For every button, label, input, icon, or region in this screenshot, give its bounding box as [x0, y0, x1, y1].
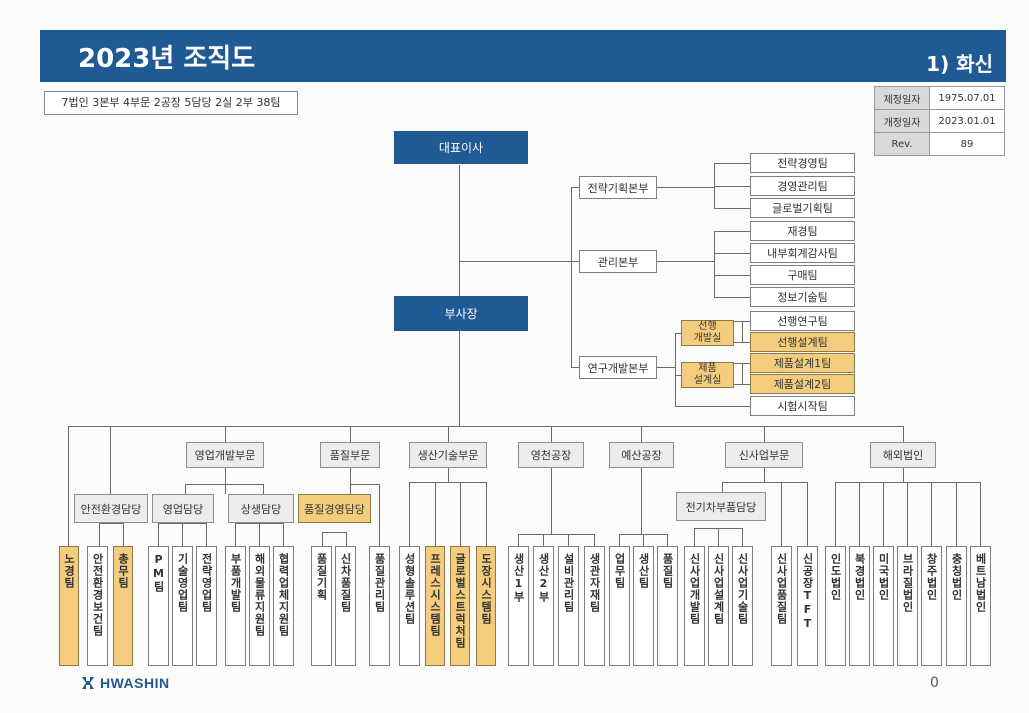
revision-table: 제정일자 1975.07.01 개정일자 2023.01.01 Rev. 89 — [874, 86, 1005, 156]
division-overseas: 해외법인 — [870, 442, 936, 468]
hwashin-logo-icon — [82, 677, 94, 689]
established-date: 1975.07.01 — [929, 86, 1005, 110]
team-operations: 업무팀 — [609, 546, 630, 666]
team-production-2: 생산2부 — [533, 546, 554, 666]
rev-number: 89 — [929, 132, 1005, 156]
team-press-system: 프레스시스템팀 — [425, 546, 445, 666]
team-production-materials: 생관자재팀 — [584, 546, 605, 666]
team-tech-sales: 기술영업팀 — [172, 546, 193, 666]
team-purchasing: 구매팀 — [750, 265, 855, 285]
team-pm: PM팀 — [148, 546, 169, 666]
header-bar — [40, 30, 1006, 82]
established-label: 제정일자 — [874, 86, 930, 110]
entity-cangzhou: 창주법인 — [921, 546, 942, 666]
team-global-structure: 글로벌스트럭처팀 — [450, 546, 470, 666]
revised-label: 개정일자 — [874, 109, 930, 133]
division-yeongcheon-plant: 영천공장 — [518, 442, 584, 468]
team-production-1: 생산1부 — [508, 546, 529, 666]
company-label: 1) 화신 — [926, 52, 993, 76]
team-parts-dev: 부품개발팀 — [225, 546, 246, 666]
team-new-biz-quality: 신사업품질팀 — [771, 546, 792, 666]
division-new-business: 신사업부문 — [725, 442, 803, 468]
page-number: 0 — [930, 675, 939, 691]
table-row: 제정일자 1975.07.01 — [874, 86, 1005, 110]
entity-usa: 미국법인 — [873, 546, 894, 666]
rev-label: Rev. — [874, 132, 930, 156]
strategy-hq: 전략기획본부 — [579, 176, 657, 199]
team-paint-system: 도장시스템팀 — [476, 546, 496, 666]
entity-india: 인도법인 — [825, 546, 846, 666]
management-hq: 관리본부 — [579, 250, 657, 273]
unit-cooperation: 상생담당 — [228, 494, 294, 523]
team-new-plant-tft: 신공장TFT — [797, 546, 818, 666]
division-sales-dev: 영업개발부문 — [186, 442, 264, 468]
team-quality: 품질팀 — [657, 546, 678, 666]
company-logo-text: HWASHIN — [100, 675, 170, 691]
team-overseas-logistics: 해외물류지원팀 — [249, 546, 270, 666]
unit-ev-parts: 전기차부품담당 — [676, 492, 766, 521]
team-new-biz-dev: 신사업개발팀 — [684, 546, 705, 666]
team-strategic-management: 전략경영팀 — [750, 153, 855, 173]
team-advanced-design: 선행설계팀 — [750, 332, 855, 352]
entity-chongqing: 충칭법인 — [946, 546, 967, 666]
team-testing: 시험시작팀 — [750, 396, 855, 416]
team-forming-solution: 성형솔루션팀 — [399, 546, 420, 666]
rnd-hq: 연구개발본부 — [579, 356, 657, 379]
team-new-biz-design: 신사업설계팀 — [708, 546, 729, 666]
team-quality-planning: 품질기획 — [311, 546, 332, 666]
team-safety-health: 안전환경보건팀 — [87, 546, 108, 666]
team-advanced-research: 선행연구팀 — [750, 311, 855, 331]
team-new-biz-tech: 신사업기술팀 — [732, 546, 753, 666]
table-row: Rev. 89 — [874, 132, 1005, 156]
team-general-affairs: 총무팀 — [113, 546, 133, 666]
team-labor: 노경팀 — [59, 546, 79, 666]
unit-quality-mgmt: 품질경영담당 — [298, 494, 371, 523]
team-business-management: 경영관리팀 — [750, 176, 855, 196]
unit-safety-env: 안전환경담당 — [74, 494, 148, 523]
team-it: 정보기술팀 — [750, 287, 855, 307]
page-title: 2023년 조직도 — [78, 44, 256, 74]
team-finance: 재경팀 — [750, 221, 855, 241]
team-product-design-1: 제품설계1팀 — [750, 353, 855, 373]
entity-brazil: 브라질법인 — [897, 546, 918, 666]
team-new-car-quality: 신차품질팀 — [335, 546, 356, 666]
revised-date: 2023.01.01 — [929, 109, 1005, 133]
division-quality: 품질부문 — [320, 442, 380, 468]
team-quality-control: 품질관리팀 — [369, 546, 390, 666]
team-production: 생산팀 — [633, 546, 654, 666]
entity-vietnam: 베트남법인 — [970, 546, 991, 666]
advanced-dev-office: 선행 개발실 — [681, 320, 734, 346]
org-summary: 7법인 3본부 4부문 2공장 5담당 2실 2부 38팀 — [44, 91, 298, 115]
team-global-planning: 글로벌기획팀 — [750, 198, 855, 218]
vp-node: 부사장 — [394, 296, 528, 331]
product-design-office: 제품 설계실 — [681, 362, 734, 388]
ceo-node: 대표이사 — [394, 131, 528, 164]
division-yesan-plant: 예산공장 — [609, 442, 674, 468]
table-row: 개정일자 2023.01.01 — [874, 109, 1005, 133]
team-internal-audit: 내부회계감사팀 — [750, 243, 855, 263]
team-facility-mgmt: 설비관리팀 — [558, 546, 579, 666]
team-supplier-support: 협력업체지원팀 — [273, 546, 294, 666]
team-strategic-sales: 전략영업팀 — [196, 546, 217, 666]
team-product-design-2: 제품설계2팀 — [750, 374, 855, 394]
unit-sales: 영업담당 — [152, 494, 214, 523]
division-production-tech: 생산기술부문 — [409, 442, 487, 468]
entity-beijing: 북경법인 — [849, 546, 870, 666]
